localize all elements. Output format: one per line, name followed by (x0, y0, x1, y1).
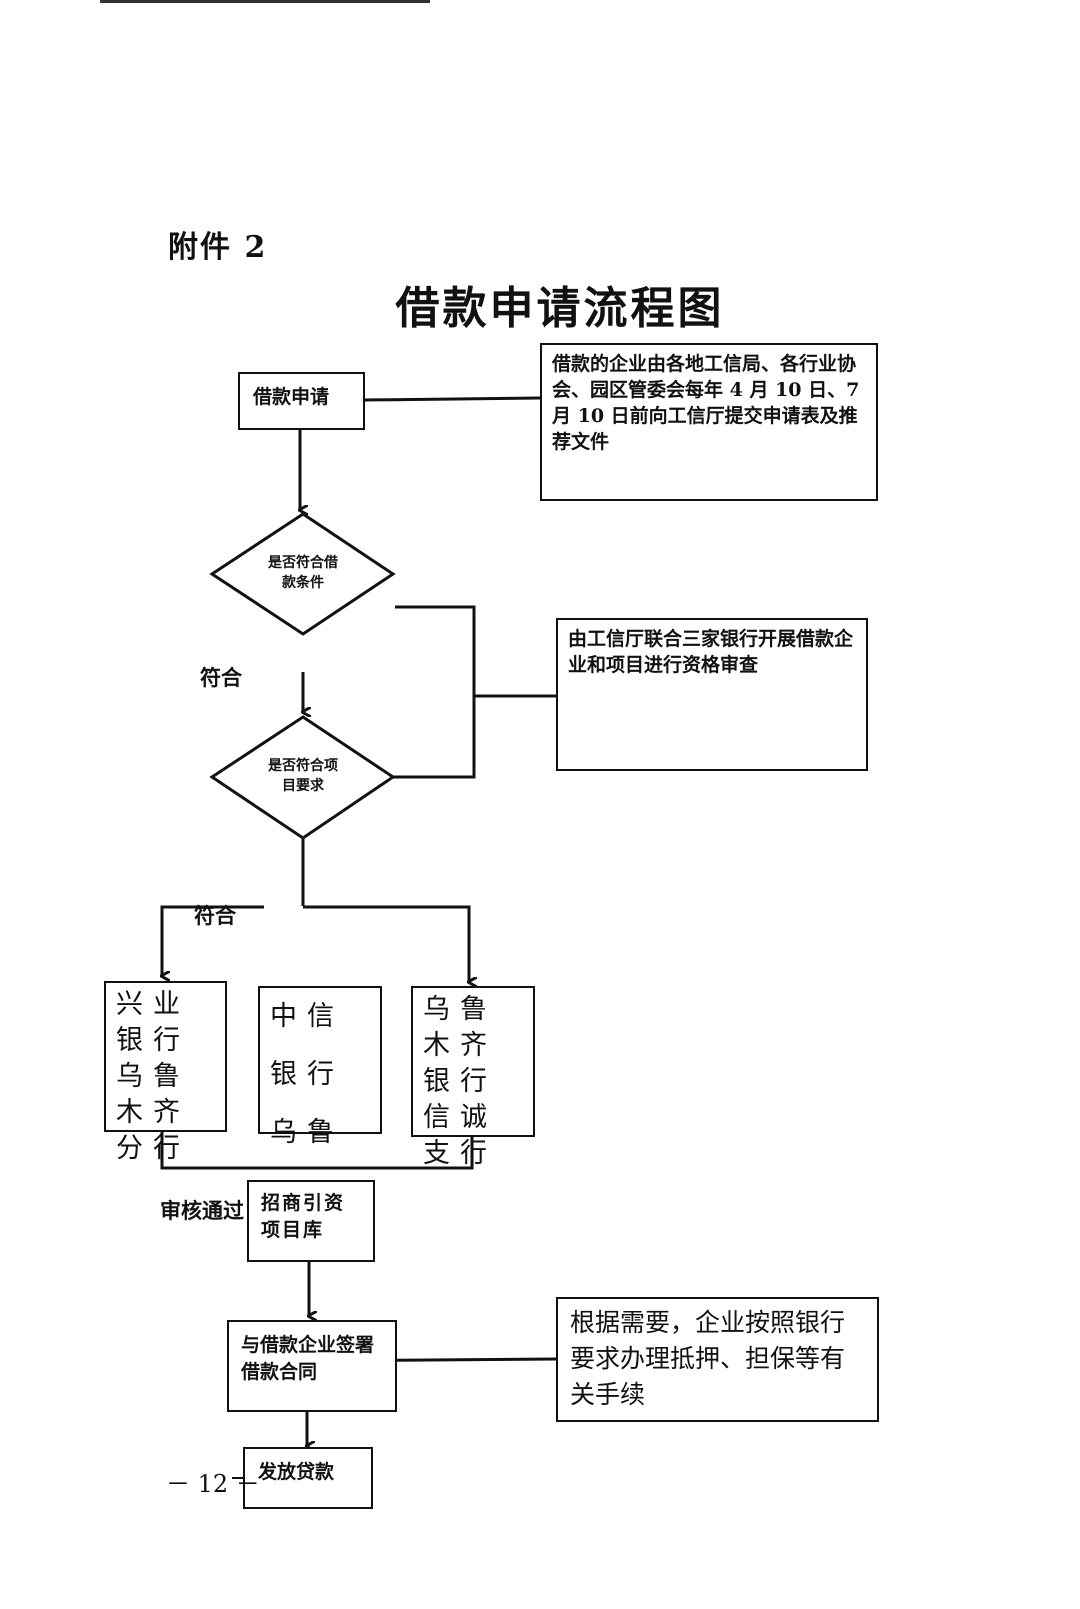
arrow-to-xingye (162, 905, 264, 976)
sign-contract-box: 与借款企业签署借款合同 (227, 1320, 397, 1412)
decision-project-label: 是否符合项目要求 (268, 758, 338, 794)
top-edge-line (100, 0, 430, 3)
loan-application-box: 借款申请 (238, 372, 365, 430)
approved-label: 审核通过 (160, 1198, 244, 1223)
bank-zhongxin-label: 中信银行乌鲁 (270, 1001, 344, 1148)
pass-label-2: 符合 (194, 903, 236, 928)
bank-xingye-box: 兴业银行乌鲁木齐分行 (104, 981, 227, 1164)
bank-merge-line (160, 1130, 474, 1170)
page-number: － 12 － (166, 1470, 260, 1498)
decision-diamond-loan (209, 512, 396, 636)
project-pool-box: 招商引资项目库 (247, 1180, 375, 1262)
decision-loan-label: 是否符合借款条件 (268, 555, 338, 591)
contract-note-text: 根据需要，企业按照银行要求办理抵押、担保等有关手续 (570, 1308, 846, 1409)
application-note-box: 借款的企业由各地工信局、各行业协会、园区管委会每年 4 月 10 日、7 月 1… (540, 343, 878, 501)
application-note-text: 借款的企业由各地工信局、各行业协会、园区管委会每年 4 月 10 日、7 月 1… (552, 353, 860, 453)
release-loan-box: 发放贷款 (243, 1447, 373, 1509)
bank-urumqi-box: 乌鲁木齐银行信诚支行 (411, 986, 535, 1169)
review-bracket-line (393, 605, 476, 779)
bank-zhongxin-box: 中信银行乌鲁 (258, 986, 382, 1148)
sign-contract-label: 与借款企业签署借款合同 (241, 1334, 375, 1383)
pass-label-1: 符合 (200, 665, 242, 690)
page-title: 借款申请流程图 (395, 283, 725, 334)
arrow-to-urumqi-bank (303, 905, 469, 982)
review-note-text: 由工信厅联合三家银行开展借款企业和项目进行资格审查 (568, 628, 854, 676)
line-apply-to-note (364, 396, 541, 402)
review-note-box: 由工信厅联合三家银行开展借款企业和项目进行资格审查 (556, 618, 868, 771)
bank-xingye-label: 兴业银行乌鲁木齐分行 (116, 989, 190, 1164)
annex-label: 附件 2 (168, 230, 268, 265)
bank-urumqi-label: 乌鲁木齐银行信诚支行 (423, 994, 497, 1169)
contract-note-box: 根据需要，企业按照银行要求办理抵押、担保等有关手续 (556, 1297, 879, 1422)
project-pool-label: 招商引资项目库 (261, 1192, 346, 1241)
release-loan-label: 发放贷款 (258, 1461, 335, 1483)
loan-application-label: 借款申请 (253, 386, 330, 408)
